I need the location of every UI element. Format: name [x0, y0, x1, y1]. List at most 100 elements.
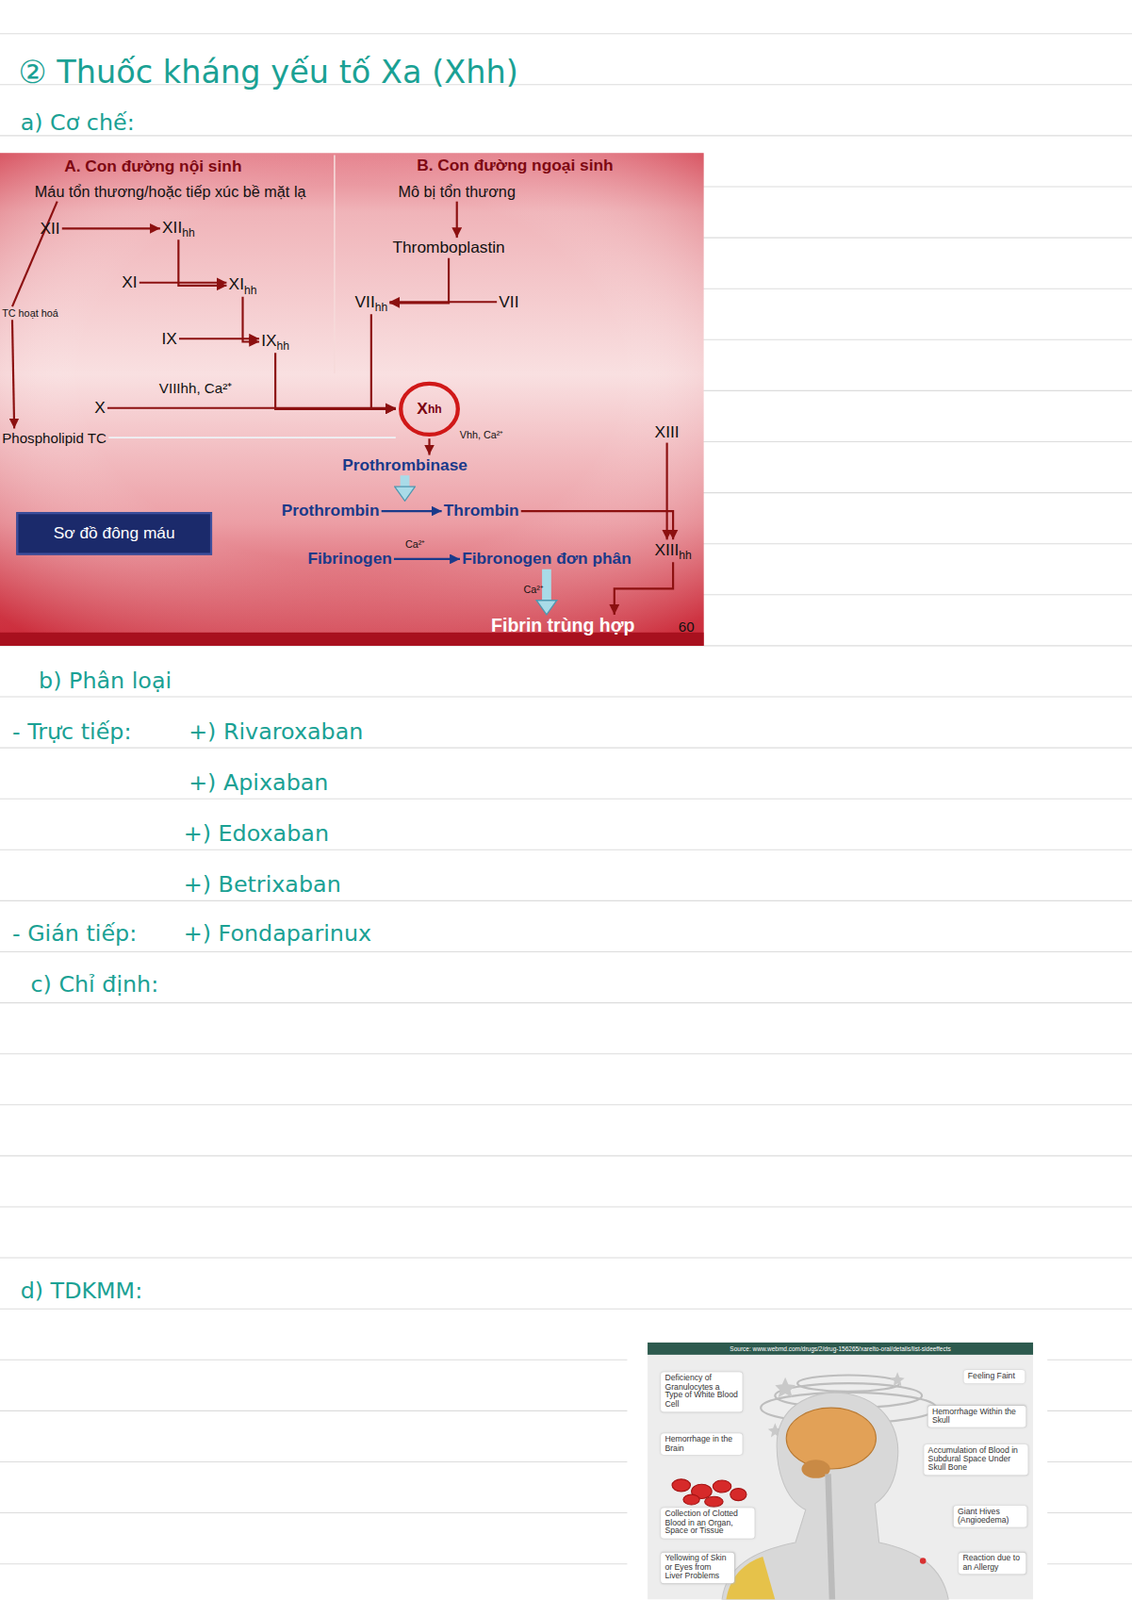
subscript-text: hh: [375, 300, 388, 313]
node-text: XII: [39, 219, 60, 237]
connector: [381, 509, 443, 512]
side-effect-box: Feeling Faint: [963, 1369, 1025, 1383]
node-text: VII: [498, 293, 519, 311]
step-label: Phospholipid TC: [1, 429, 107, 446]
drug-name: +) Apixaban: [188, 769, 329, 795]
node-text: XI: [229, 275, 245, 293]
connector: [12, 201, 58, 307]
cofactor-label: VIIIhh, Ca²⁺: [159, 377, 233, 398]
node-text: X: [416, 399, 428, 418]
connector: [427, 438, 430, 455]
note-heading: c) Chỉ định:: [30, 971, 159, 998]
blood-cells: [672, 1478, 747, 1507]
ruled-line: [0, 1052, 1132, 1054]
cofactor-label: Vhh, Ca²⁺: [459, 426, 504, 442]
node-text: Prothrombin: [281, 501, 380, 519]
node-text: Fibrinogen: [307, 549, 392, 567]
node-text: Fibrin trùng hợp: [491, 615, 635, 637]
node-text: TC hoạt hoá: [1, 307, 59, 319]
factor: VII: [498, 293, 519, 312]
side-effect-box: Giant Hives (Angioedema): [953, 1505, 1028, 1527]
note-text: - Trực tiếp:: [12, 718, 132, 744]
ruled-line: [0, 849, 1132, 851]
ruled-line: [0, 695, 1132, 697]
factor: Thromboplastin: [392, 238, 505, 257]
side-effect-box: Hemorrhage Within the Skull: [928, 1405, 1027, 1428]
ruled-line: [0, 900, 1132, 902]
node-text: Fibronogen đơn phân: [461, 549, 632, 567]
brain: [786, 1407, 876, 1469]
connector: [393, 557, 460, 560]
node-text: Máu tổn thương/hoặc tiếp xúc bề mặt lạ: [34, 182, 307, 200]
connector: [389, 300, 497, 303]
product: Fibrin trùng hợp: [491, 615, 635, 638]
node-text: XIII: [655, 423, 680, 441]
node-text: Phospholipid TC: [1, 429, 107, 446]
section-heading: B. Con đường ngoại sinh: [416, 156, 614, 175]
node-text: XI: [121, 273, 137, 291]
ruled-line: [0, 1257, 1132, 1259]
block-arrow: [400, 475, 411, 487]
slide-divider: [333, 154, 336, 374]
ruled-line: [0, 1205, 1132, 1207]
ruled-line: [0, 1103, 1132, 1105]
section-heading: A. Con đường nội sinh: [64, 157, 242, 176]
connector: [62, 227, 161, 230]
connector: [179, 337, 260, 340]
active-factor: XIhh: [229, 275, 258, 296]
allergy-spot: [919, 1557, 926, 1563]
active-factor: VIIhh: [355, 293, 389, 314]
subscript-text: hh: [678, 548, 691, 561]
node-text: IX: [261, 331, 277, 349]
note-heading: a) Cơ chế:: [20, 109, 135, 135]
slide-bg: [0, 152, 705, 646]
node-text: Yellowing of Skin or Eyes from Liver Pro…: [664, 1553, 726, 1580]
step-label: TC hoạt hoá: [1, 307, 59, 319]
node-text: Feeling Faint: [967, 1370, 1016, 1380]
note-text: - Gián tiếp:: [12, 919, 137, 946]
node-text: IX: [161, 328, 177, 346]
node-text: Thrombin: [443, 501, 520, 519]
source-heading: Mô bị tổn thương: [398, 182, 516, 200]
drug-name: +) Betrixaban: [183, 871, 342, 898]
ruled-line: [0, 1308, 1132, 1310]
connector: [666, 442, 669, 541]
body-silhouette: [721, 1392, 949, 1599]
drug-name: +) Edoxaban: [183, 820, 329, 846]
page-title: ② Thuốc kháng yếu tố Xa (Xhh): [17, 52, 518, 90]
cofactor-label: Ca²⁺: [524, 581, 544, 596]
node-text: Sơ đồ đông máu: [53, 524, 176, 542]
factor: X: [94, 398, 106, 417]
target-circle: Xhh: [397, 380, 461, 439]
active-factor: XIIhh: [162, 218, 196, 240]
note-heading: d) TDKMM:: [20, 1277, 144, 1303]
drug-name: +) Rivaroxaban: [188, 718, 363, 744]
cofactor-label: Ca²⁺: [405, 536, 426, 551]
connector: [107, 407, 396, 410]
substrate: Prothrombin: [281, 501, 380, 520]
connector: [243, 296, 261, 343]
node-text: Thromboplastin: [392, 238, 505, 256]
drug-name: +) Fondaparinux: [183, 919, 372, 946]
connector: [108, 436, 396, 439]
node-text: VII: [355, 293, 376, 311]
subscript-text: hh: [427, 402, 443, 415]
node-text: Collection of Clotted Blood in an Organ,…: [664, 1508, 738, 1535]
active-factor: IXhh: [261, 331, 290, 353]
node-text: X: [94, 398, 106, 416]
node-text: Hemorrhage in the Brain: [664, 1433, 733, 1452]
ruled-line: [0, 1154, 1132, 1156]
node-text: Giant Hives (Angioedema): [957, 1506, 1009, 1525]
title-box: Sơ đồ đông máu: [16, 511, 213, 555]
connector: [12, 319, 15, 428]
node-text: Deficiency of Granulocytes a Type of Whi…: [664, 1372, 738, 1409]
factor: XII: [39, 219, 60, 238]
ruled-line: [0, 1001, 1132, 1003]
connector: [456, 201, 459, 238]
side-effect-box: Collection of Clotted Blood in an Organ,…: [660, 1507, 755, 1538]
substrate: Fibrinogen: [307, 549, 392, 568]
slide-vignette: [0, 152, 705, 646]
connector: [389, 258, 449, 304]
side-effect-box: Accumulation of Blood in Subdural Space …: [923, 1443, 1028, 1475]
ruled-line: [0, 951, 1132, 952]
